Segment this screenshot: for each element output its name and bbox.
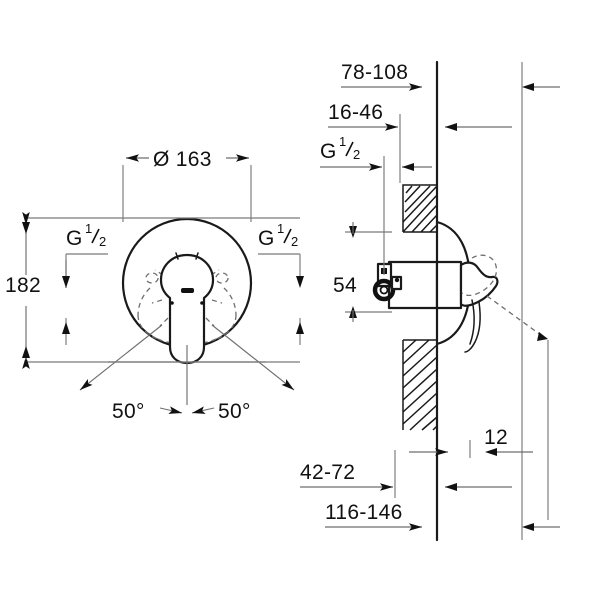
thread-right-letter: G [258,227,275,250]
rosette-depth-label: 12 [484,426,508,449]
thread-left-letter: G [66,227,83,250]
thread-dimension-section: G 1 2 [320,134,432,275]
depth-total-arrow-right [522,83,534,91]
thread-right-arrow-top [296,276,304,288]
thread-section-label: G 1 2 [320,134,360,163]
thread-section-frac-slash [345,141,354,157]
rosette-depth-arrow-right [485,448,497,456]
thread-section-numerator: 1 [339,134,346,149]
mixer-cartridge-block [435,260,463,310]
section-view: 78-108 16-46 G 1 2 [300,60,560,542]
thread-right-numerator: 1 [277,221,284,236]
thread-right-label: G 1 2 [258,221,298,250]
angle-center-arrow-left [159,406,183,414]
thread-left-arrow-top [62,276,70,288]
angle-right-leader [211,324,295,391]
height-arrowhead-bottom [22,346,30,358]
thread-section-letter: G [320,140,337,163]
height-label-text: 182 [5,274,41,297]
thread-section-arrow-right [402,163,414,171]
inlet-flange [390,275,403,291]
handle-indicator-slot [181,288,194,293]
angle-center-arrow-right [191,406,215,414]
depth-mid-dimension: 16-46 [328,101,512,183]
lower-total-label: 116-146 [325,501,403,524]
lever-open-arrowhead [537,332,548,341]
thread-right-denominator: 2 [291,234,298,249]
handle-dot-right [200,301,204,305]
lower-total-dimension: 116-146 [325,501,560,531]
thread-left-numerator: 1 [85,221,92,236]
depth-mid-arrow-right [445,123,457,131]
thread-right-frac-slash [283,228,292,244]
lower-depth-arrow-right [445,483,457,491]
thread-left-arrow-bottom [62,322,70,334]
inlet-bolt [394,277,400,283]
lever-sweep-path-inner [469,299,475,345]
thread-dimension-right: G 1 2 [258,221,304,345]
lever-open-leader [486,295,546,339]
diameter-label: Ø 163 [153,148,212,171]
front-view: Ø 163 182 G 1 2 [5,148,304,423]
depth-mid-label: 16-46 [328,101,383,124]
lever-sweep-path [464,301,481,353]
thread-left-denominator: 2 [99,234,106,249]
thread-right-arrow-bottom [296,322,304,334]
handle-dot-left [170,301,174,305]
angle-right-label: 50° [218,400,251,423]
thread-section-denominator: 2 [353,147,360,162]
wall-hatch-lower [402,339,438,431]
lower-total-arrow-right [522,523,534,531]
depth-total-label: 78-108 [341,61,408,84]
handle-top-notch [175,252,199,260]
center-height-label: 54 [333,274,357,297]
diameter-label-text: Ø 163 [153,148,212,171]
wall-hatch-upper [402,184,438,233]
depth-total-dimension: 78-108 [341,61,560,91]
angle-left-label: 50° [112,400,145,423]
thread-left-label: G 1 2 [66,221,106,250]
angle-dimensions: 50° 50° [79,324,295,423]
rosette-depth-dimension: 12 [409,426,533,458]
thread-left-frac-slash [91,228,100,244]
diameter-dimension: Ø 163 [122,148,252,222]
lower-depth-label: 42-72 [300,461,355,484]
height-arrowhead-top [22,222,30,234]
lever-hidden-outline [461,254,498,297]
inlet-port-inner [379,285,389,295]
center-height-dimension: 54 [333,222,392,322]
angle-left-leader [79,324,163,391]
thread-dimension-left: G 1 2 [62,221,108,345]
lower-depth-dimension: 42-72 [300,450,512,498]
